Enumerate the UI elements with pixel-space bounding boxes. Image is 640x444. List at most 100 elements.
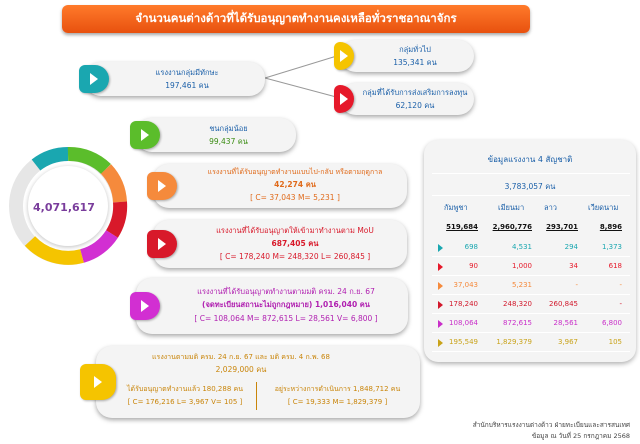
cabinet-sep-sublabel: (จดทะเบียนสถานะไม่ถูกกฎหมาย) 1,016,040 ค…: [202, 300, 370, 309]
mou-label: แรงงานที่ได้รับอนุญาตให้เข้ามาทำงานตาม M…: [216, 226, 374, 235]
tab-mou[interactable]: [147, 230, 177, 258]
card-general: กลุ่มทั่วไป 135,341 คน: [334, 40, 474, 72]
cabinet-apr-value: 2,029,000 คน: [215, 365, 267, 374]
tab-cabinet-apr[interactable]: [80, 364, 116, 400]
card-cabinet-sep: แรงงานที่ได้รับอนุญาตทำงานตามมติ ครม. 24…: [130, 278, 408, 334]
table-cell: 872,615: [503, 319, 532, 327]
investment-value: 62,120 คน: [395, 101, 435, 110]
row-marker-icon: [438, 282, 443, 290]
table-cell: 294: [564, 243, 578, 251]
table-header: เวียดนาม: [588, 203, 619, 212]
cabinet-sep-label: แรงงานที่ได้รับอนุญาตทำงานตามมติ ครม. 24…: [197, 287, 375, 296]
chevron-right-icon: [141, 300, 149, 312]
table-row-divider: [432, 313, 630, 314]
table-cell: 1,373: [601, 243, 622, 251]
table-cell: 37,043: [453, 281, 479, 289]
table-row-divider: [432, 332, 630, 333]
donut-segment-green: [67, 147, 111, 175]
table-cell: -: [575, 281, 578, 289]
card-minority: ชนกลุ่มน้อย 99,437 คน: [130, 118, 296, 152]
table-row-divider: [432, 256, 630, 257]
card-mou: แรงงานที่ได้รับอนุญาตให้เข้ามาทำงานตาม M…: [147, 220, 407, 268]
cabinet-apr-approved-breakdown: [ C= 176,216 L= 3,967 V= 105 ]: [127, 398, 243, 406]
seasonal-value: 42,274 คน: [274, 180, 316, 189]
cabinet-apr-pending-breakdown: [ C= 19,333 M= 1,829,379 ]: [287, 398, 388, 406]
chevron-right-icon: [158, 180, 166, 192]
table-cell: 698: [464, 243, 478, 251]
donut-segment-red: [105, 201, 128, 238]
table-cell: 248,320: [503, 300, 532, 308]
footer-source: สำนักบริหารแรงงานต่างด้าว ฝ่ายทะเบียนและ…: [472, 421, 630, 429]
tab-seasonal[interactable]: [147, 172, 177, 200]
chevron-right-icon: [141, 129, 149, 141]
investment-label: กลุ่มที่ได้รับการส่งเสริมการลงทุน: [362, 88, 468, 97]
chevron-right-icon: [340, 50, 348, 62]
table-total-line-2: [432, 195, 630, 196]
card-skilled: แรงงานกลุ่มมีทักษะ 197,461 คน: [79, 62, 265, 96]
tab-skilled[interactable]: [79, 65, 109, 93]
chevron-right-icon: [94, 376, 102, 388]
chevron-right-icon: [90, 73, 98, 85]
mou-value: 687,405 คน: [271, 239, 319, 248]
table-total-line: [432, 173, 630, 174]
table-cell: 105: [608, 338, 622, 346]
table-total-cell: 293,701: [546, 223, 578, 231]
page-title: จำนวนคนต่างด้าวที่ได้รับอนุญาตทำงานคงเหล…: [62, 5, 530, 33]
total-count: 4,071,617: [33, 200, 95, 214]
table-cell: -: [619, 300, 622, 308]
general-value: 135,341 คน: [393, 58, 437, 67]
seasonal-label: แรงงานที่ได้รับอนุญาตทำงานแบบไป-กลับ หรื…: [207, 168, 383, 176]
tab-minority[interactable]: [130, 121, 160, 149]
nationality-table: [424, 140, 636, 362]
mou-breakdown: [ C= 178,240 M= 248,320 L= 260,845 ]: [219, 252, 371, 261]
card-cabinet-apr: แรงงานตามมติ ครม. 24 ก.ย. 67 และ มติ ครม…: [80, 346, 420, 418]
seasonal-breakdown: [ C= 37,043 M= 5,231 ]: [250, 193, 340, 202]
table-cell: 5,231: [511, 281, 532, 289]
card-investment: กลุ่มที่ได้รับการส่งเสริมการลงทุน 62,120…: [334, 83, 474, 115]
table-total: 3,783,057 คน: [504, 182, 556, 191]
table-cell: 618: [608, 262, 622, 270]
tab-investment[interactable]: [334, 85, 354, 113]
table-cell: -: [619, 281, 622, 289]
cabinet-apr-label: แรงงานตามมติ ครม. 24 ก.ย. 67 และ มติ ครม…: [152, 353, 330, 361]
table-cell: 6,800: [601, 319, 622, 327]
row-marker-icon: [438, 263, 443, 271]
table-cell: 3,967: [557, 338, 578, 346]
donut-segment-magenta: [79, 229, 118, 263]
minority-label: ชนกลุ่มน้อย: [209, 124, 248, 133]
cabinet-apr-divider: [256, 382, 257, 410]
table-cell: 34: [569, 262, 578, 270]
footer-date: ข้อมูล ณ วันที่ 25 กรกฎาคม 2568: [531, 432, 630, 440]
table-title: ข้อมูลแรงงาน 4 สัญชาติ: [487, 155, 573, 164]
row-marker-icon: [438, 244, 443, 252]
row-marker-icon: [438, 301, 443, 309]
table-total-cell: 8,896: [599, 223, 622, 231]
skilled-label: แรงงานกลุ่มมีทักษะ: [155, 68, 219, 77]
row-marker-icon: [438, 339, 443, 347]
table-cell: 178,240: [449, 300, 478, 308]
cabinet-sep-breakdown: [ C= 108,064 M= 872,615 L= 28,561 V= 6,8…: [194, 314, 378, 323]
tab-cabinet-sep[interactable]: [130, 292, 160, 320]
donut-segment-orange: [100, 164, 127, 203]
donut-chart: [9, 147, 128, 265]
skilled-value: 197,461 คน: [165, 81, 209, 90]
row-marker-icon: [438, 320, 443, 328]
table-row-divider: [432, 294, 630, 295]
donut-segment-teal: [31, 147, 69, 171]
table-cell: 1,000: [511, 262, 532, 270]
chevron-right-icon: [158, 238, 166, 250]
chevron-right-icon: [340, 93, 348, 105]
general-label: กลุ่มทั่วไป: [399, 45, 431, 54]
cabinet-apr-approved: ได้รับอนุญาตทำงานแล้ว 180,288 คน: [127, 385, 243, 393]
donut-segment-yellow: [24, 236, 84, 265]
table-cell: 260,845: [549, 300, 578, 308]
table-cell: 1,829,379: [496, 338, 532, 346]
table-row-divider: [432, 275, 630, 276]
table-header: ลาว: [544, 203, 558, 212]
card-seasonal: แรงงานที่ได้รับอนุญาตทำงานแบบไป-กลับ หรื…: [147, 164, 407, 208]
table-total-cell: 519,684: [446, 223, 478, 231]
table-total-cell: 2,960,776: [492, 223, 532, 231]
minority-value: 99,437 คน: [209, 137, 248, 146]
tab-general[interactable]: [334, 42, 354, 70]
table-header: กัมพูชา: [444, 203, 468, 212]
